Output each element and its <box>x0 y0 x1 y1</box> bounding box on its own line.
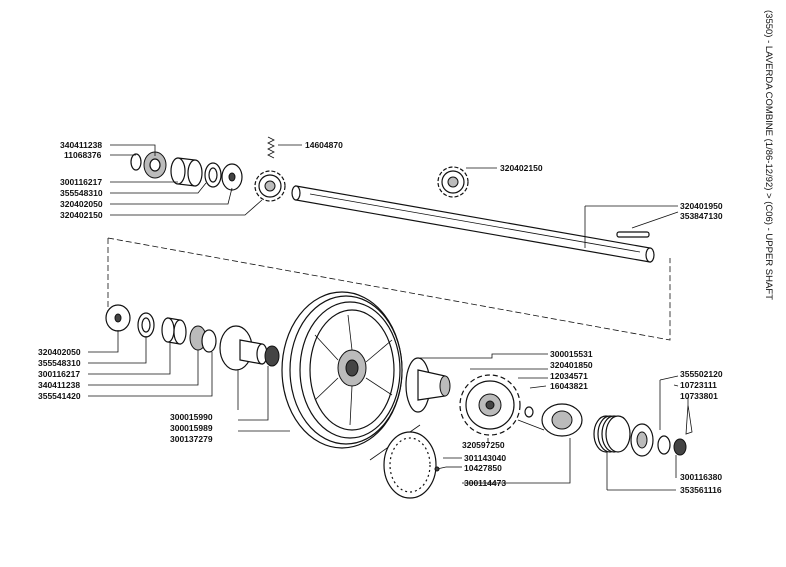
part-label: 12034571 <box>550 371 588 381</box>
castle-nut <box>673 438 687 456</box>
part-label: 320402050 <box>38 347 81 357</box>
ring-top <box>204 162 222 188</box>
part-label: 14604870 <box>305 140 343 150</box>
circlip-top <box>130 153 142 171</box>
shaft-key <box>616 231 650 238</box>
sprocket-left <box>254 170 286 202</box>
part-label: 353847130 <box>680 211 723 221</box>
cotter-pin <box>685 404 693 435</box>
part-label: 300114473 <box>464 478 506 488</box>
bolt <box>517 406 545 431</box>
flange-cup <box>541 403 583 437</box>
cover-plate <box>369 424 437 499</box>
screw <box>434 466 447 472</box>
sprocket-lower <box>459 374 521 436</box>
leader-lines <box>88 144 689 491</box>
part-label: 320401950 <box>680 201 723 211</box>
bearing-lower <box>189 325 217 353</box>
part-label: 320402150 <box>60 210 103 220</box>
main-pulley <box>281 291 403 449</box>
spring-pin <box>267 136 275 159</box>
part-label: 355541420 <box>38 391 81 401</box>
assembly-boundary <box>107 237 671 341</box>
part-label: 340411238 <box>60 140 102 150</box>
nut-washer <box>657 435 671 455</box>
part-label: 11068376 <box>64 150 102 160</box>
part-label: 300015989 <box>170 423 213 433</box>
part-label: 320402150 <box>500 163 543 173</box>
part-label: 320401850 <box>550 360 593 370</box>
spring-cap <box>630 423 654 457</box>
part-label: 301143040 <box>464 453 506 463</box>
part-label: 300015531 <box>550 349 593 359</box>
spring <box>593 415 631 453</box>
spacer-lower <box>264 345 280 367</box>
bushing-top <box>170 157 203 187</box>
part-label: 355548310 <box>38 358 81 368</box>
part-label: 300137279 <box>170 434 213 444</box>
part-labels: 340411238 11068376 14604870 300116217 35… <box>38 140 723 495</box>
diagram-title: (3550) - LAVERDA COMBINE (1/86-12/92) > … <box>763 10 774 300</box>
part-label: 320402050 <box>60 199 103 209</box>
part-label: 320597250 <box>462 440 505 450</box>
part-label: 353561116 <box>680 485 722 495</box>
part-label: 340411238 <box>38 380 80 390</box>
upper-shaft <box>291 185 655 263</box>
part-label: 10723111 <box>680 380 717 390</box>
part-label: 300015990 <box>170 412 213 422</box>
part-label: 300116217 <box>38 369 80 379</box>
bushing-lower <box>161 317 187 345</box>
part-label: 10427850 <box>464 463 502 473</box>
sprocket-top <box>437 166 469 198</box>
part-label: 355502120 <box>680 369 723 379</box>
part-label: 10733801 <box>680 391 718 401</box>
washer-lower <box>105 304 131 332</box>
part-label: 16043821 <box>550 381 588 391</box>
drive-hub <box>405 357 451 413</box>
part-label: 355548310 <box>60 188 103 198</box>
part-label: 300116217 <box>60 177 102 187</box>
part-label: 300116380 <box>680 472 722 482</box>
ring-lower <box>137 312 155 338</box>
flange-hub <box>219 325 268 371</box>
washer-top <box>221 163 243 191</box>
